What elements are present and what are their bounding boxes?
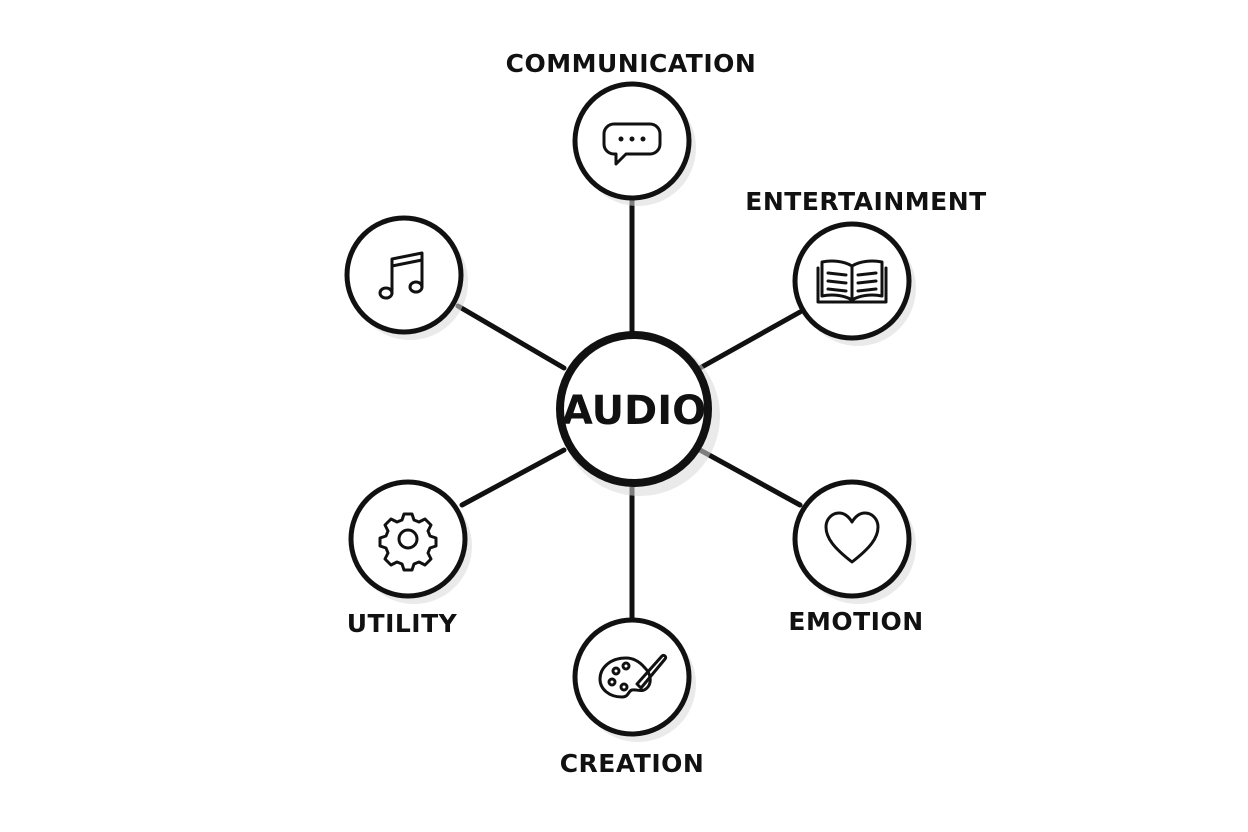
hub-node: AUDIO — [556, 331, 720, 496]
node-circle — [792, 479, 912, 599]
speech-bubble-icon — [602, 122, 662, 166]
node-label-communication: COMMUNICATION — [506, 49, 757, 78]
node-communication: COMMUNICATION — [506, 49, 757, 206]
spoke-utility — [459, 447, 567, 508]
music-note-icon — [378, 251, 424, 300]
heart-icon — [824, 511, 880, 564]
node-creation: CREATION — [560, 617, 705, 778]
spoke-emotion — [697, 447, 803, 508]
node-label-creation: CREATION — [560, 749, 705, 778]
node-entertainment: ENTERTAINMENT — [745, 187, 986, 346]
node-circle — [572, 617, 692, 737]
node-utility: UTILITY — [347, 479, 472, 638]
node-emotion: EMOTION — [788, 479, 923, 636]
spoke-entertainment — [697, 309, 803, 371]
hub-circle — [556, 331, 712, 487]
node-label-emotion: EMOTION — [788, 607, 923, 636]
hub-label: AUDIO — [562, 388, 706, 434]
gear-icon — [378, 512, 438, 572]
node-label-entertainment: ENTERTAINMENT — [745, 187, 986, 216]
book-icon — [816, 259, 888, 304]
node-music — [344, 215, 468, 340]
palette-icon — [598, 653, 668, 699]
node-circle — [348, 479, 468, 599]
node-circle — [344, 215, 464, 335]
node-label-utility: UTILITY — [347, 609, 458, 638]
spoke-music — [455, 303, 567, 371]
spokes — [455, 197, 803, 621]
